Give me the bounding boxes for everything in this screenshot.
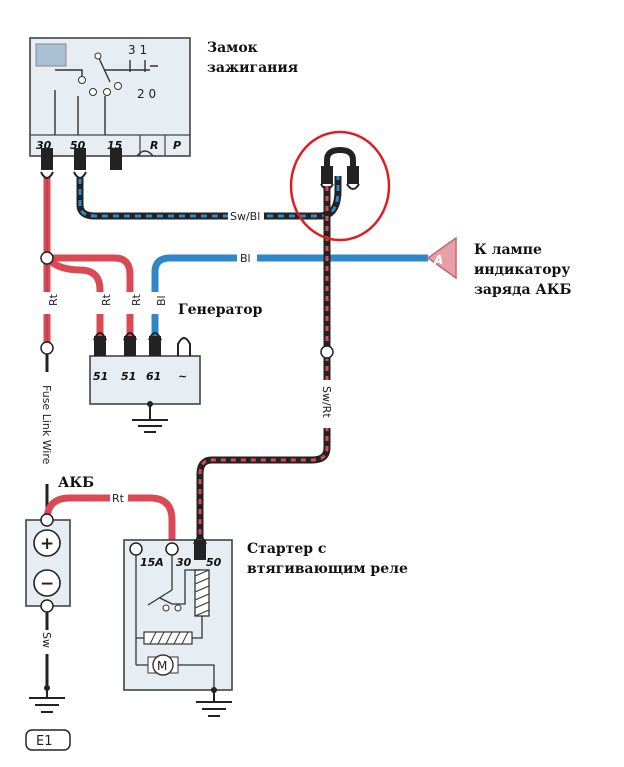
splice-point — [40, 251, 54, 265]
generator-terminal-51b: 51 — [121, 370, 136, 383]
bl-wire — [151, 254, 428, 340]
pin-50 — [74, 148, 86, 170]
starter-caption-line2: втягивающим реле — [247, 561, 408, 577]
sw-bl-wire — [76, 176, 342, 220]
ignition-caption-line2: зажигания — [207, 60, 298, 76]
ignition-switch: 3 1 2 0 30 50 15 R P — [29, 37, 191, 179]
generator-caption: Генератор — [178, 302, 263, 318]
lamp-caption-line3: заряда АКБ — [474, 282, 572, 298]
splice-point — [40, 341, 54, 355]
ignition-positions-bottom: 2 0 — [137, 87, 156, 101]
lamp-caption-line1: К лампе — [474, 242, 542, 258]
wire-label-rt-battery: Rt — [112, 492, 125, 505]
wire-labels: Sw/Bl Bl Rt Rt Rt Bl Sw/Rt Fuse Link Wir… — [40, 209, 334, 654]
highlight-circle — [289, 130, 391, 242]
generator: 51 51 61 ~ — [89, 332, 201, 433]
starter-caption-line1: Стартер с — [247, 541, 326, 557]
red-generator-branch-wires — [44, 254, 134, 340]
starter-motor-label: M — [157, 659, 167, 673]
pin-30 — [41, 148, 53, 170]
generator-terminal-ac: ~ — [178, 370, 187, 383]
starter-terminal-15a: 15A — [140, 556, 164, 569]
starter-terminal-30: 30 — [176, 556, 192, 569]
red-battery-starter-wire — [43, 494, 176, 546]
wire-label-rt-gen2: Rt — [130, 293, 143, 306]
wire-label-bl: Bl — [240, 252, 251, 265]
battery-minus: − — [40, 574, 54, 594]
starter-terminal-50: 50 — [206, 556, 222, 569]
lamp-connector-letter: A — [433, 253, 443, 267]
lamp-connector: A — [426, 236, 457, 280]
starter: 15A 30 50 M — [123, 536, 233, 717]
ignition-positions-top: 3 1 — [128, 43, 147, 57]
splice-point — [320, 345, 334, 359]
ignition-caption-line1: Замок — [207, 40, 258, 56]
pin-15 — [110, 148, 122, 170]
battery-ground: E1 — [25, 685, 71, 751]
wire-label-fuse-link: Fuse Link Wire — [40, 385, 53, 465]
wire-label-rt-main: Rt — [47, 293, 60, 306]
generator-terminal-61: 61 — [146, 370, 161, 383]
battery-plus: + — [40, 534, 54, 554]
ignition-terminal-p: P — [173, 139, 181, 152]
wire-label-bl-gen: Bl — [155, 295, 168, 306]
sw-rt-wire — [196, 186, 331, 546]
wire-label-sw-bl: Sw/Bl — [230, 210, 260, 223]
wire-label-rt-gen1: Rt — [100, 293, 113, 306]
wire-loop-connector — [320, 146, 360, 190]
battery: + − — [25, 513, 71, 613]
ground-label-e1: E1 — [36, 734, 53, 749]
generator-terminal-51a: 51 — [93, 370, 108, 383]
wire-label-sw-rt: Sw/Rt — [320, 386, 333, 418]
wire-label-sw-ground: Sw — [40, 632, 53, 648]
lamp-caption-line2: индикатору — [474, 262, 570, 278]
ignition-terminal-r: R — [150, 139, 158, 152]
battery-caption: АКБ — [58, 475, 94, 491]
